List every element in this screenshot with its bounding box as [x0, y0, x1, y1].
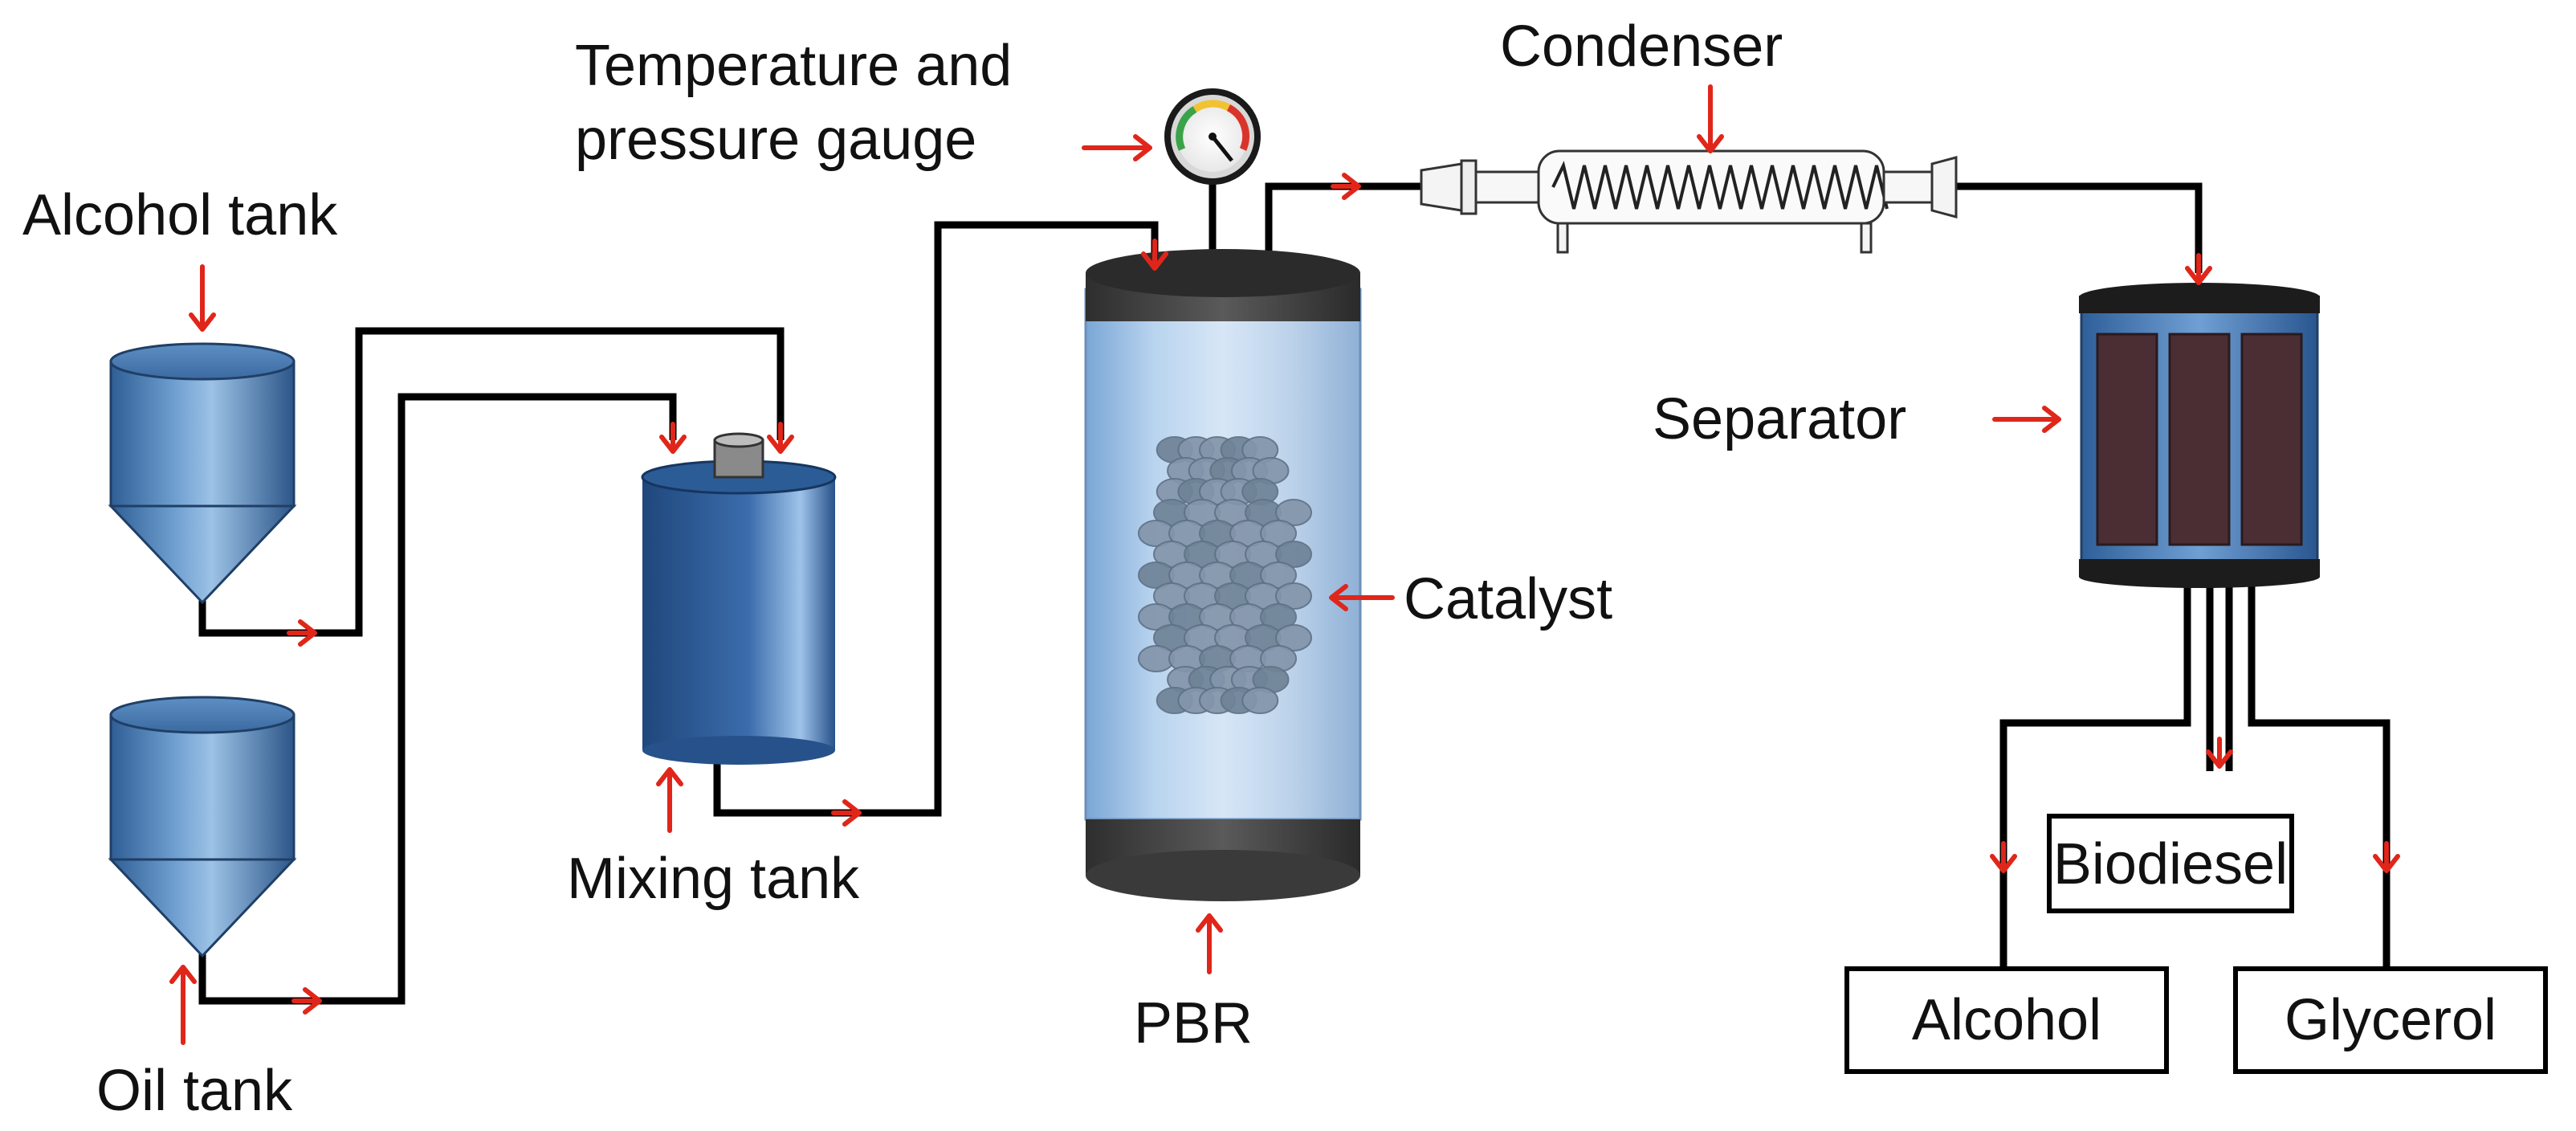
oil-tank-label: Oil tank — [96, 1059, 293, 1123]
catalyst-label: Catalyst — [1404, 567, 1612, 631]
gauge-label-line2: pressure gauge — [575, 108, 976, 172]
labels: Temperature and pressure gauge Condenser… — [22, 14, 1906, 1123]
pipe-oil-to-mixer — [198, 393, 677, 1005]
catalyst-bead — [1275, 582, 1312, 610]
oil-tank — [108, 696, 297, 958]
catalyst-bead — [1260, 561, 1297, 589]
alcohol-tank — [108, 342, 297, 605]
alcohol-box: Alcohol — [1844, 966, 2169, 1074]
arrow-flow-mixer-in-b — [767, 422, 794, 454]
pipe-separator-to-glycerol — [2248, 578, 2391, 994]
pbr-label: PBR — [1134, 991, 1253, 1055]
pipe-separator-to-alcohol — [1999, 578, 2191, 994]
pipe-pbr-to-condenser — [1265, 182, 1421, 265]
arrow-alcohol-tank — [189, 264, 216, 332]
arrow-separator — [1992, 406, 2061, 433]
arrow-flow-alcohol-out — [1990, 841, 2017, 873]
glycerol-box: Glycerol — [2233, 966, 2548, 1074]
pipe-condenser-to-separator — [1951, 182, 2203, 273]
arrow-flow-oil — [291, 987, 322, 1015]
condenser-label: Condenser — [1500, 14, 1783, 79]
arrow-flow-pbr-out — [1331, 173, 1361, 200]
catalyst-bead — [1275, 541, 1312, 568]
glycerol-label: Glycerol — [2285, 988, 2497, 1052]
separator — [2079, 283, 2320, 588]
arrow-flow-alcohol — [287, 619, 317, 647]
arrow-condenser — [1697, 84, 1724, 153]
arrow-pbr — [1196, 913, 1223, 974]
gauge-label-line1: Temperature and — [575, 34, 1012, 98]
separator-label: Separator — [1653, 387, 1906, 451]
catalyst-beads — [1138, 436, 1312, 714]
biodiesel-label: Biodiesel — [2053, 832, 2288, 896]
arrow-catalyst — [1329, 584, 1395, 611]
arrow-flow-mixer-in-a — [659, 422, 687, 454]
catalyst-bead — [1260, 520, 1297, 547]
alcohol-output-label: Alcohol — [1912, 988, 2101, 1052]
arrow-flow-biodiesel-out — [2206, 737, 2233, 769]
arrow-oil-tank — [169, 965, 197, 1045]
alcohol-tank-label: Alcohol tank — [22, 183, 338, 247]
pipe-mixer-to-pbr — [713, 221, 1159, 817]
pressure-gauge — [1164, 88, 1261, 185]
arrow-flow-separator-in — [2185, 253, 2212, 285]
catalyst-bead — [1275, 499, 1312, 526]
catalyst-bead — [1260, 603, 1297, 631]
flow-arrows — [169, 84, 2400, 1045]
arrow-flow-glycerol-out — [2373, 841, 2400, 873]
arrow-mixing-tank — [656, 767, 683, 833]
arrow-gauge — [1082, 134, 1152, 161]
arrow-flow-pbr-in — [1141, 239, 1168, 271]
pbr-reactor — [1084, 249, 1362, 901]
arrow-flow-mixer-out — [831, 799, 862, 827]
catalyst-bead — [1275, 624, 1312, 651]
mixing-tank — [641, 432, 837, 765]
mixing-tank-label: Mixing tank — [567, 847, 860, 911]
biodiesel-box: Biodiesel — [2047, 814, 2294, 913]
catalyst-bead — [1241, 687, 1279, 714]
pipe-alcohol-to-mixer — [198, 327, 785, 637]
condenser — [1420, 149, 1958, 254]
